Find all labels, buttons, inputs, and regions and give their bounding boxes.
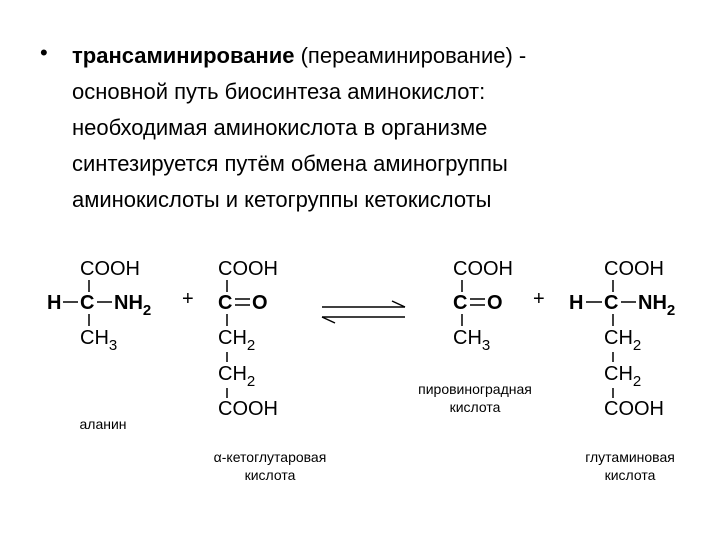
- reverse-arrow-head: [321, 316, 336, 324]
- glutamate-h: H: [569, 292, 583, 314]
- pyruvate-structure: COOH C O CH3: [453, 258, 513, 354]
- pyruvate-name-line2: кислота: [449, 399, 501, 415]
- glutamate-name-line1: глутаминовая: [585, 449, 675, 465]
- pyruvate-o: O: [487, 292, 503, 314]
- ketoglutarate-label: α-кетоглутаровая кислота: [180, 448, 360, 484]
- glutamate-cooh-top: COOH: [604, 258, 664, 280]
- term-transamination: трансаминирование: [72, 43, 295, 68]
- ketoglutarate-ch2-a: CH2: [218, 327, 255, 354]
- pyruvate-cooh: COOH: [453, 258, 513, 280]
- alanine-nh: NH2: [114, 292, 151, 319]
- bullet-symbol: •: [40, 40, 48, 65]
- definition-line-3: синтезируется путём обмена аминогруппы: [72, 151, 508, 176]
- glutamate-cooh-bottom: COOH: [604, 398, 664, 420]
- glutamate-ch2-b: CH2: [604, 363, 641, 390]
- alanine-name: аланин: [79, 416, 127, 432]
- glutamate-nh: NH2: [638, 292, 675, 319]
- term-alternative: (переаминирование) -: [300, 43, 527, 68]
- definition-line-1: основной путь биосинтеза аминокислот:: [72, 79, 486, 104]
- definition-line-4: аминокислоты и кетогруппы кетокислоты: [72, 187, 492, 212]
- equilibrium-arrows: [321, 300, 406, 324]
- alpha-symbol: α: [213, 449, 222, 465]
- bullet-point: • трансаминирование (переаминирование) -…: [40, 38, 680, 218]
- definition-line-2: необходимая аминокислота в организме: [72, 115, 488, 140]
- glutamate-label: глутаминовая кислота: [570, 448, 690, 484]
- ketoglutarate-cooh-bottom: COOH: [218, 398, 278, 420]
- ketoglutarate-name-line1: -кетоглутаровая: [221, 449, 327, 465]
- glutamate-ch2-a: CH2: [604, 327, 641, 354]
- glutamate-c: C: [604, 292, 618, 314]
- forward-arrow-head: [391, 300, 406, 308]
- ketoglutarate-o: O: [252, 292, 268, 314]
- plus-sign-2: +: [533, 288, 545, 310]
- ketoglutarate-cooh-top: COOH: [218, 258, 278, 280]
- alanine-c: C: [80, 292, 94, 314]
- ketoglutarate-c: C: [218, 292, 232, 314]
- pyruvate-label: пировиноградная кислота: [395, 380, 555, 416]
- alanine-ch3: CH3: [80, 327, 117, 354]
- ketoglutarate-ch2-b: CH2: [218, 363, 255, 390]
- glutamate-structure: COOH H C NH2 CH2 CH2 COOH: [569, 258, 675, 420]
- glutamate-name-line2: кислота: [604, 467, 656, 483]
- ketoglutarate-name-line2: кислота: [244, 467, 296, 483]
- bullet-text: трансаминирование (переаминирование) - о…: [72, 38, 680, 218]
- pyruvate-ch3: CH3: [453, 327, 490, 354]
- plus-sign-1: +: [182, 288, 194, 310]
- alanine-label: аланин: [58, 415, 148, 433]
- alanine-h: H: [47, 292, 61, 314]
- pyruvate-name-line1: пировиноградная: [418, 381, 532, 397]
- alanine-structure: COOH H C NH2 CH3: [47, 258, 151, 354]
- ketoglutarate-structure: COOH C O CH2 CH2 COOH: [218, 258, 278, 420]
- pyruvate-c: C: [453, 292, 467, 314]
- alanine-cooh: COOH: [80, 258, 140, 280]
